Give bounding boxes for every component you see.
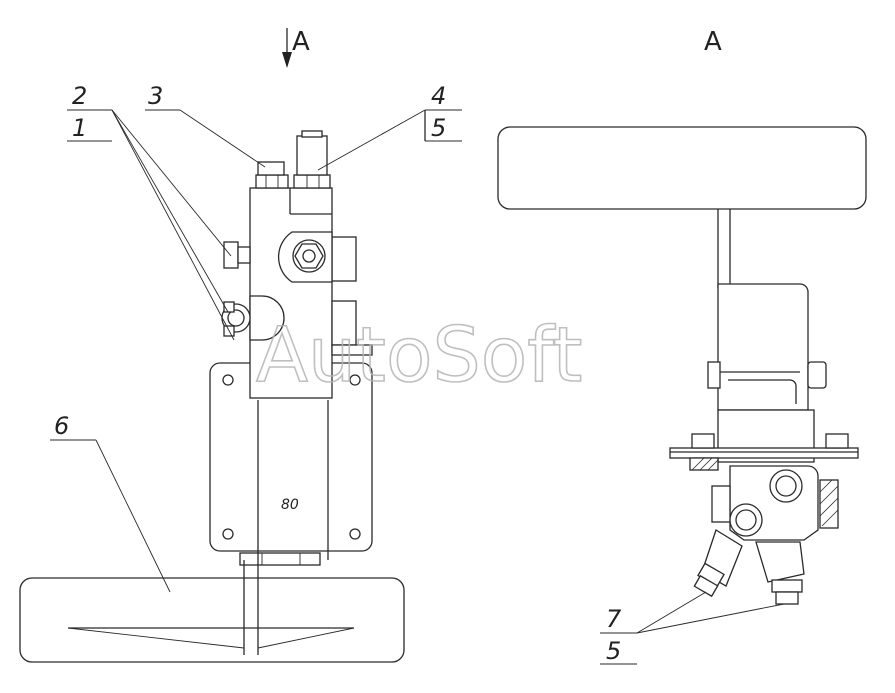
callout-1: 1 [72, 114, 87, 142]
callout-6: 6 [54, 412, 69, 440]
view-a: A [497, 27, 867, 665]
body-marking: 80 [281, 497, 299, 513]
callout-3: 3 [148, 82, 163, 110]
fitting-4 [293, 130, 331, 189]
leader-3 [145, 109, 266, 168]
leader-7-5 [600, 591, 785, 665]
section-view-label: A [704, 27, 722, 57]
view-arrow [282, 28, 292, 68]
pedal-top [497, 126, 867, 288]
callout-5-bottom: 5 [606, 637, 621, 665]
watermark-text: AutoSoft [256, 310, 582, 399]
front-view: A 80 [19, 27, 462, 663]
view-arrow-label: A [292, 27, 310, 57]
leader-6 [50, 439, 171, 593]
callout-4: 4 [431, 82, 446, 110]
leader-4-5 [317, 109, 462, 171]
pedal-plate [19, 560, 405, 663]
fitting-3 [255, 161, 289, 189]
callout-2: 2 [72, 82, 87, 110]
leader-2-1 [67, 109, 235, 341]
side-plug-1 [223, 241, 251, 269]
port-nut [292, 239, 326, 273]
valve-assembly-a [669, 409, 859, 605]
callout-7: 7 [606, 605, 622, 633]
callout-5: 5 [431, 114, 446, 142]
brake-valve-body [249, 187, 373, 399]
section-hatch [689, 457, 839, 529]
pedal-bracket [707, 283, 827, 411]
